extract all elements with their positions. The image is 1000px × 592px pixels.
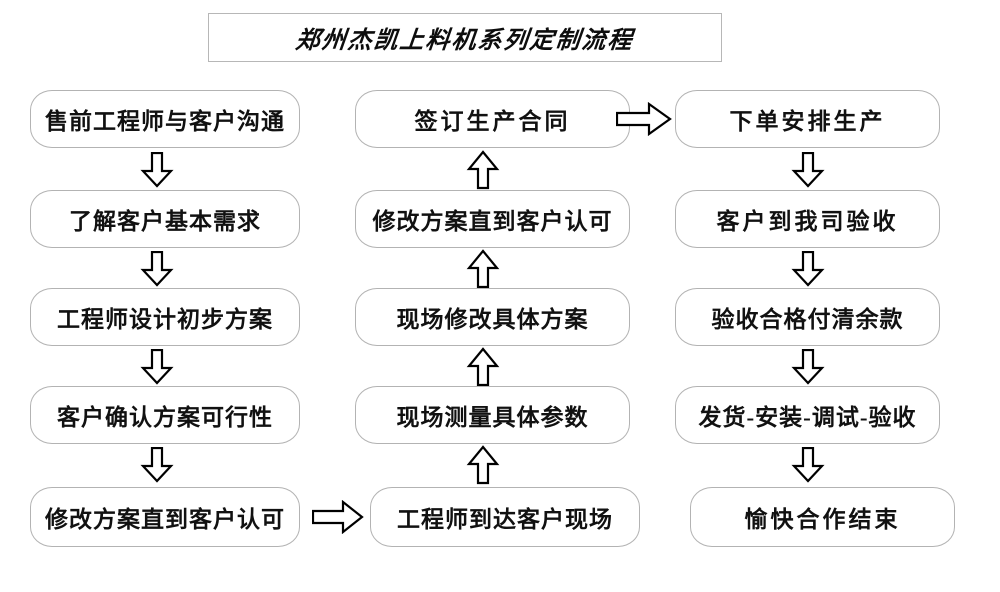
right-col-arrow-4 <box>791 447 825 483</box>
middle-col-arrow-4 <box>466 445 500 485</box>
node-pre-sales-communication[interactable]: 售前工程师与客户沟通 <box>30 90 300 148</box>
middle-col-arrow-2 <box>466 249 500 289</box>
diagram-title-box: 郑州杰凯上料机系列定制流程 <box>208 13 722 62</box>
node-on-site-revise-plan[interactable]: 现场修改具体方案 <box>355 288 630 346</box>
node-engineer-preliminary-design[interactable]: 工程师设计初步方案 <box>30 288 300 346</box>
left-col-arrow-4 <box>140 447 174 483</box>
node-label: 客户到我司验收 <box>716 209 899 234</box>
node-sign-production-contract[interactable]: 签订生产合同 <box>355 90 630 148</box>
left-to-middle-arrow <box>312 500 364 534</box>
node-label: 工程师设计初步方案 <box>57 307 273 332</box>
node-customer-confirm-feasibility[interactable]: 客户确认方案可行性 <box>30 386 300 444</box>
node-engineer-arrives-on-site[interactable]: 工程师到达客户现场 <box>370 487 640 547</box>
node-label: 了解客户基本需求 <box>69 209 261 234</box>
node-customer-inspection-at-factory[interactable]: 客户到我司验收 <box>675 190 940 248</box>
node-label: 现场测量具体参数 <box>396 405 589 430</box>
node-label: 客户确认方案可行性 <box>57 405 273 430</box>
node-on-site-measure-parameters[interactable]: 现场测量具体参数 <box>355 386 630 444</box>
middle-to-right-arrow <box>616 102 672 136</box>
left-col-arrow-3 <box>140 349 174 385</box>
node-label: 修改方案直到客户认可 <box>45 507 285 532</box>
left-col-arrow-2 <box>140 251 174 287</box>
node-place-order-arrange-production[interactable]: 下单安排生产 <box>675 90 940 148</box>
node-label: 现场修改具体方案 <box>396 307 589 332</box>
node-ship-install-debug-accept[interactable]: 发货-安装-调试-验收 <box>675 386 940 444</box>
right-col-arrow-3 <box>791 349 825 385</box>
page-title: 郑州杰凯上料机系列定制流程 <box>294 25 636 54</box>
left-col-arrow-1 <box>140 152 174 188</box>
node-label: 售前工程师与客户沟通 <box>45 109 285 134</box>
node-label: 验收合格付清余款 <box>711 307 904 332</box>
node-understand-basic-needs[interactable]: 了解客户基本需求 <box>30 190 300 248</box>
node-pay-balance-after-acceptance[interactable]: 验收合格付清余款 <box>675 288 940 346</box>
middle-col-arrow-1 <box>466 150 500 190</box>
right-col-arrow-1 <box>791 152 825 188</box>
right-col-arrow-2 <box>791 251 825 287</box>
node-label: 愉快合作结束 <box>744 507 901 532</box>
middle-col-arrow-3 <box>466 347 500 387</box>
node-label: 工程师到达客户现场 <box>397 507 613 532</box>
node-revise-until-approved-left[interactable]: 修改方案直到客户认可 <box>30 487 300 547</box>
node-label: 发货-安装-调试-验收 <box>698 405 917 430</box>
node-cooperation-ends-happily[interactable]: 愉快合作结束 <box>690 487 955 547</box>
node-revise-until-approved-middle[interactable]: 修改方案直到客户认可 <box>355 190 630 248</box>
node-label: 签订生产合同 <box>414 109 571 134</box>
node-label: 修改方案直到客户认可 <box>372 209 613 234</box>
node-label: 下单安排生产 <box>729 109 886 134</box>
